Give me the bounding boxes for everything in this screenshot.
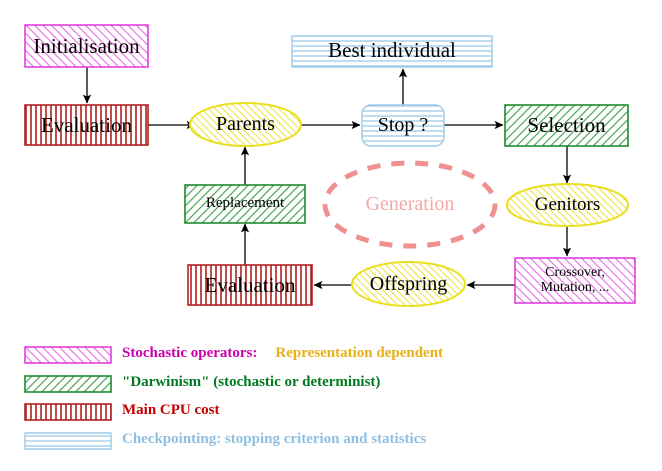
legend-row-checkpointing: Checkpointing: stopping criterion and st… [122,430,426,448]
legend-row-darwinism: "Darwinism" (stochastic or determinist) [122,373,380,391]
legend-swatch-stochastic [24,346,112,364]
node-shape-crossover[interactable] [514,257,636,304]
legend-swatch-layer [24,346,112,450]
legend-swatch-cpu [24,403,112,421]
legend-label-darwinism: "Darwinism" (stochastic or determinist) [122,374,381,390]
node-shape-offspring[interactable] [351,261,466,307]
node-shape-evaluation-top[interactable] [24,104,149,146]
legend-swatch-darwinism [24,375,112,393]
node-shape-replacement[interactable] [184,184,306,224]
node-shape-selection[interactable] [504,104,629,147]
edge-layer [82,67,572,290]
legend-label-cpu: Main CPU cost [122,402,220,418]
legend-swatch-checkpointing [24,432,112,450]
legend-label-checkpointing: Checkpointing: stopping criterion and st… [122,431,427,447]
legend-label-representation: Representation dependent [275,345,444,361]
node-shape-evaluation-bottom[interactable] [187,264,313,306]
node-shape-layer [24,24,636,307]
node-shape-stop[interactable] [361,104,445,147]
node-shape-parents[interactable] [189,102,302,147]
legend-row-stochastic: Stochastic operators: Representation dep… [122,344,443,362]
node-shape-genitors[interactable] [506,183,629,227]
legend-row-cpu: Main CPU cost [122,401,220,419]
node-shape-best-individual[interactable] [291,35,493,68]
node-shape-initialisation[interactable] [24,24,149,68]
legend-label-stochastic: Stochastic operators: [122,345,258,361]
node-shape-generation [322,160,498,249]
